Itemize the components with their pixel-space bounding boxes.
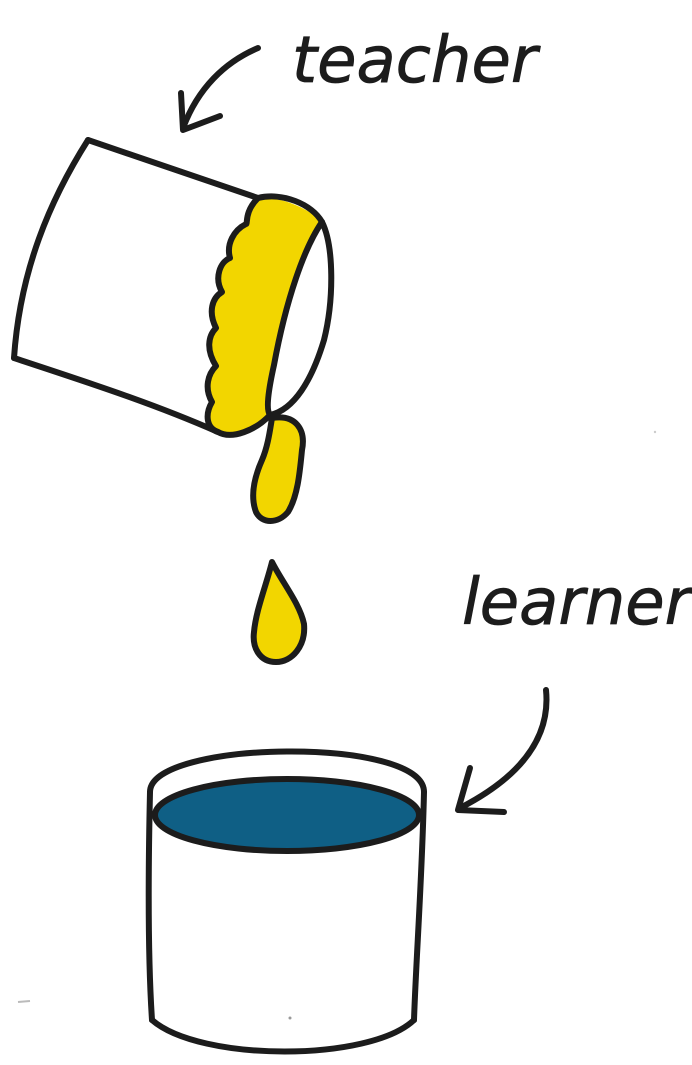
- learner-bucket: [149, 751, 424, 1051]
- learner-label: learner: [462, 566, 692, 640]
- teacher-bucket: [14, 140, 331, 435]
- liquid-drop: [254, 562, 304, 662]
- teacher-arrow: [181, 48, 258, 130]
- learner-arrow: [458, 690, 546, 812]
- teacher-label: teacher: [292, 24, 541, 98]
- teacher-liquid: [208, 198, 322, 435]
- pouring-stream: [253, 417, 303, 521]
- paper-specks: [18, 431, 656, 1020]
